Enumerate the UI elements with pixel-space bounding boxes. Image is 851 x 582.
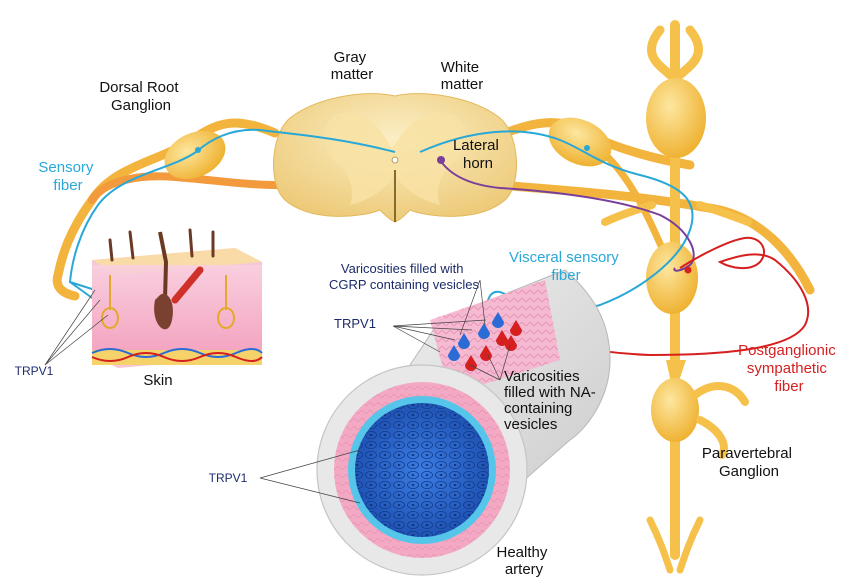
visceral-sensory-label-line-1: Visceral sensory [509,249,619,266]
lateral-horn-label-line-2: horn [463,155,493,172]
ventral-root-nerve [92,176,290,200]
healthy-artery-label-line-2: artery [505,561,544,578]
visceral-sensory-label-line-2: fiber [551,267,580,284]
drg-label-line-2: Ganglion [111,97,171,114]
na-label-line-4: vesicles [504,416,557,433]
postganglionic-label: Postganglionic sympathetic fiber [738,342,840,395]
healthy-artery-label: Healthy artery [496,544,551,578]
trpv1-vessel-label: TRPV1 [334,316,376,331]
sympathetic-chain [605,20,748,570]
trpv1-skin-label: TRPV1 [15,364,54,378]
white-matter-label-line-2: matter [441,76,484,93]
paravertebral-label-line-2: Ganglion [719,463,779,480]
cgrp-label-line-1: Varicosities filled with [341,261,464,276]
visceral-sensory-label: Visceral sensory fiber [509,249,623,284]
paravertebral-label-line-1: Paravertebral [702,445,792,462]
paravertebral-ganglion [651,378,699,442]
skin-label: Skin [143,372,172,389]
na-label-line-3: containing [504,400,572,417]
lateral-horn-label-line-1: Lateral [453,137,499,154]
cgrp-label-line-2: CGRP containing vesicles [329,277,480,292]
postganglionic-label-line-1: Postganglionic [738,342,836,359]
trpv1-artery-label: TRPV1 [209,471,248,485]
gray-matter-label: Gray matter [331,49,374,83]
paravertebral-label: Paravertebral Ganglion [702,445,796,480]
na-label-line-2: filled with NA- [504,384,596,401]
cgrp-label: Varicosities filled with CGRP containing… [329,261,480,292]
gray-matter-label-line-2: matter [331,66,374,83]
drg-label: Dorsal Root Ganglion [99,79,182,114]
white-matter-label: White matter [441,59,484,93]
gray-matter-label-line-1: Gray [334,49,367,66]
skin-block [92,230,262,368]
drg-label-line-1: Dorsal Root [99,79,179,96]
sensory-fiber-label-line-2: fiber [53,177,82,194]
sensory-fiber-label: Sensory fiber [38,159,97,194]
white-matter-label-line-1: White [441,59,479,76]
middle-ganglion [646,242,698,314]
healthy-artery-label-line-1: Healthy [496,544,547,561]
sensory-fiber-label-line-1: Sensory [38,159,94,176]
na-label-line-1: Varicosities [504,368,580,385]
upper-ganglion [646,78,706,158]
postganglionic-label-line-3: fiber [774,378,803,395]
postganglionic-label-line-2: sympathetic [747,360,828,377]
